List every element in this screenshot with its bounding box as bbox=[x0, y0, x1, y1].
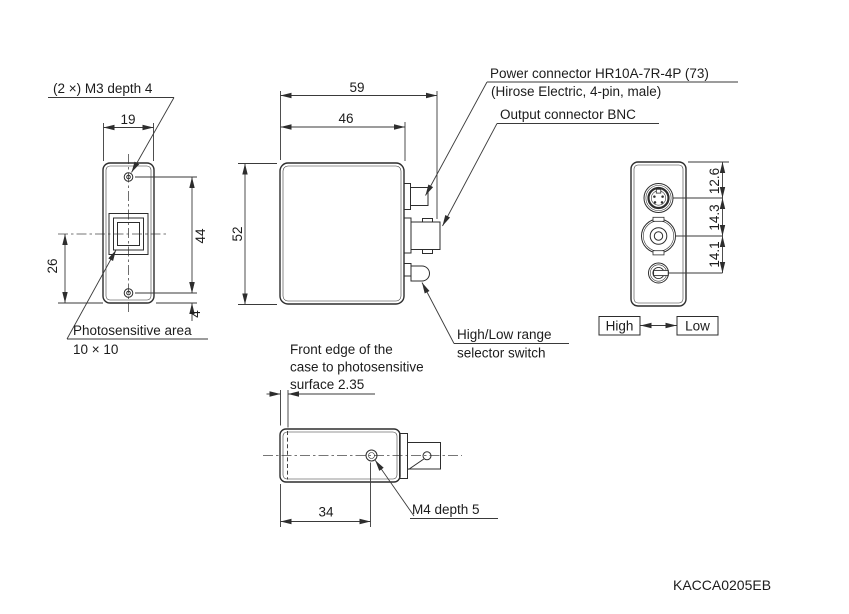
back-case-outline bbox=[630, 161, 687, 307]
side-case-outline bbox=[279, 162, 405, 305]
dim-label-46: 46 bbox=[338, 111, 353, 126]
side-bnc-connector bbox=[403, 217, 441, 254]
callout-power-connector: Power connector HR10A-7R-4P (73) (Hirose… bbox=[425, 66, 738, 196]
bottom-view: Front edge of the case to photosensitive… bbox=[263, 342, 498, 527]
front-case-outline bbox=[102, 162, 155, 304]
back-view: 12.6 14.3 14.1 High Low bbox=[598, 161, 729, 336]
dim-label-59: 59 bbox=[349, 80, 364, 95]
bottom-m4-hole bbox=[365, 449, 378, 462]
drawing-code: KACCA0205EB bbox=[673, 577, 771, 593]
m3-label: (2 ×) M3 depth 4 bbox=[53, 81, 153, 96]
dim-front-to-m4: 34 bbox=[280, 462, 371, 527]
photosensitive-window-outer bbox=[108, 213, 149, 255]
dim-label-19: 19 bbox=[120, 112, 135, 127]
bottom-bnc-connector bbox=[399, 433, 441, 479]
power-connector-label-line2: (Hirose Electric, 4-pin, male) bbox=[491, 84, 661, 99]
front-edge-note-line3: surface 2.35 bbox=[290, 377, 364, 392]
dim-label-14-3: 14.3 bbox=[707, 204, 722, 230]
side-case-edge-line bbox=[282, 165, 402, 302]
front-screw-hole-bottom-inner bbox=[126, 290, 131, 296]
photosensitive-area-label: Photosensitive area bbox=[73, 323, 192, 338]
side-range-switch bbox=[403, 263, 430, 282]
dim-label-52: 52 bbox=[230, 226, 245, 241]
dim-front-edge-to-surface: Front edge of the case to photosensitive… bbox=[266, 342, 424, 428]
low-position-box bbox=[676, 316, 719, 336]
dim-hole-span: 44 bbox=[135, 176, 208, 294]
front-edge-note-line2: case to photosensitive bbox=[290, 360, 424, 375]
side-power-connector bbox=[403, 183, 429, 210]
dim-area-to-bottom: 26 bbox=[45, 234, 103, 304]
side-view: 59 46 52 Power connector HR10A-7R-4P (73… bbox=[230, 66, 738, 361]
back-bnc-connector bbox=[641, 216, 676, 256]
back-case-edge-line bbox=[633, 164, 684, 304]
power-connector-label-line1: Power connector HR10A-7R-4P (73) bbox=[490, 66, 709, 81]
callout-photosensitive-area: Photosensitive area 10 × 10 bbox=[66, 249, 208, 357]
front-screw-hole-bottom bbox=[123, 288, 134, 298]
high-position-box bbox=[598, 316, 641, 336]
dim-label-44: 44 bbox=[193, 228, 208, 244]
front-edge-note-line1: Front edge of the bbox=[290, 342, 393, 357]
callout-m3-holes: (2 ×) M3 depth 4 bbox=[48, 81, 175, 173]
dim-label-34: 34 bbox=[318, 505, 334, 520]
switch-position-legend: High Low bbox=[598, 316, 719, 336]
dim-height: 52 bbox=[230, 163, 277, 305]
callout-m4: M4 depth 5 bbox=[374, 460, 498, 519]
front-screw-hole-top bbox=[123, 172, 134, 182]
dim-overall-depth: 59 bbox=[280, 80, 438, 219]
m4-label: M4 depth 5 bbox=[412, 502, 480, 517]
range-switch-label-line1: High/Low range bbox=[457, 327, 552, 342]
dim-front-width: 19 bbox=[103, 112, 154, 161]
dim-hole-to-bottom: 4 bbox=[156, 282, 203, 321]
low-label: Low bbox=[685, 319, 710, 334]
range-switch-label-line2: selector switch bbox=[457, 346, 546, 361]
dim-label-4: 4 bbox=[188, 310, 203, 318]
dim-label-12-6: 12.6 bbox=[707, 168, 722, 194]
back-power-connector bbox=[643, 183, 674, 213]
photosensitive-size-label: 10 × 10 bbox=[73, 342, 118, 357]
dim-label-14-1: 14.1 bbox=[707, 241, 722, 267]
front-case-edge-line bbox=[105, 165, 152, 301]
front-screw-hole-top-inner bbox=[126, 174, 131, 180]
bottom-case-edge-line bbox=[282, 431, 398, 480]
dim-body-depth: 46 bbox=[280, 111, 406, 161]
callout-range-switch: High/Low range selector switch bbox=[421, 282, 569, 361]
dim-label-26: 26 bbox=[45, 258, 60, 273]
photosensitive-window-mid bbox=[113, 217, 144, 251]
photosensitive-window-inner bbox=[117, 222, 140, 246]
dim-connector-spacing: 12.6 14.3 14.1 bbox=[707, 162, 726, 273]
back-range-switch bbox=[648, 262, 669, 284]
output-bnc-label: Output connector BNC bbox=[500, 107, 636, 122]
front-view: 19 44 4 26 (2 ×) M3 depth 4 bbox=[45, 81, 208, 357]
high-label: High bbox=[606, 319, 634, 334]
callout-output-bnc: Output connector BNC bbox=[442, 107, 659, 227]
